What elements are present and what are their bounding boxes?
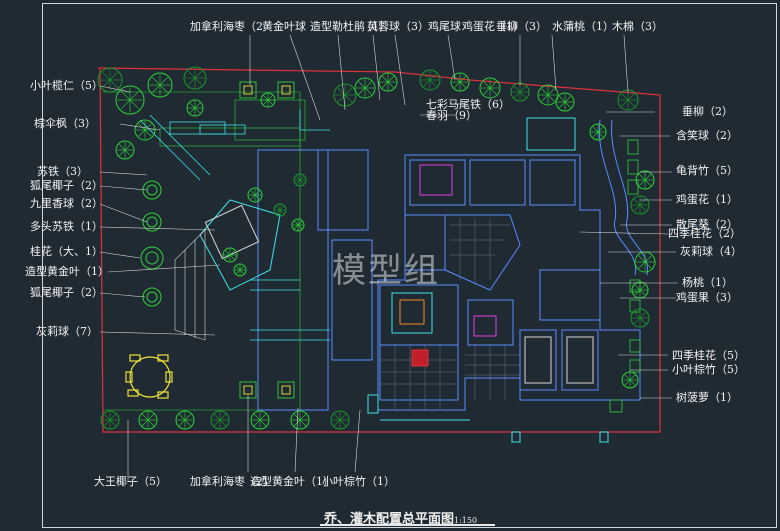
label-michelia-ball: 含笑球（2） xyxy=(676,129,738,142)
watermark: 模型组 xyxy=(332,251,440,291)
tree-symbol xyxy=(419,69,441,91)
tree-symbol xyxy=(378,72,398,92)
label-fagraea-ball-left: 灰莉球（7） xyxy=(36,325,98,338)
tree-symbol xyxy=(175,410,195,430)
furniture xyxy=(391,117,594,384)
label-canary-date-palm-bottom: 加拿利海枣（2） xyxy=(190,475,274,488)
property-boundary xyxy=(97,67,661,433)
inner-boundary xyxy=(103,91,301,411)
tree-symbol xyxy=(250,410,270,430)
tree-symbol xyxy=(100,410,120,430)
title-underline xyxy=(320,524,495,526)
label-shaped-golden-leaf-bottom: 造型黄金叶（1） xyxy=(250,475,334,488)
label-bougainvillea-count: （1） xyxy=(361,20,390,33)
tree-symbol xyxy=(330,410,350,430)
tree-symbol xyxy=(273,203,287,217)
label-foxtail-palm-1: 狐尾椰子（2） xyxy=(30,179,103,192)
tree-symbol xyxy=(537,84,559,106)
label-cocktail-ball: 鸡尾球 xyxy=(428,20,461,33)
tree-symbol xyxy=(589,123,607,141)
label-rhapis: 小叶棕竹（5） xyxy=(672,363,745,376)
label-osmanthus-right-1: 四季桂花（2） xyxy=(668,227,741,240)
label-frangipani-right: 鸡蛋花（1） xyxy=(676,193,738,206)
specimen-squares xyxy=(239,81,295,399)
label-golden-leaf-ball-top: 黄金叶球 xyxy=(262,20,306,33)
tree-symbol xyxy=(635,170,655,190)
label-jackfruit: 树菠萝（1） xyxy=(676,391,738,404)
label-foxtail-palm-2: 狐尾椰子（2） xyxy=(30,286,103,299)
tree-symbol xyxy=(260,92,276,108)
building xyxy=(377,154,641,411)
tree-symbol xyxy=(247,187,263,203)
tree-symbol xyxy=(634,251,656,273)
tree-symbol xyxy=(617,89,639,111)
hedge-top xyxy=(159,99,306,147)
tree-symbols xyxy=(97,66,656,430)
label-dracaena: 七彩马尾铁（6） xyxy=(426,98,510,111)
label-shaped-golden-leaf: 造型黄金叶（1） xyxy=(25,265,109,278)
tree-symbol xyxy=(333,83,357,107)
leader-lines xyxy=(99,34,678,482)
tree-symbol xyxy=(290,410,310,430)
label-passion-fruit: 鸡蛋果（3） xyxy=(676,291,738,304)
tree-symbol xyxy=(631,281,649,299)
label-carambola: 杨桃（1） xyxy=(682,276,733,289)
drawing-scale: 1:150 xyxy=(454,516,478,525)
tree-symbol xyxy=(630,195,650,215)
tree-symbol xyxy=(138,410,158,430)
tree-symbol xyxy=(115,85,145,115)
tree-symbol xyxy=(222,247,238,263)
label-rose-apple: 水蒲桃（1） xyxy=(552,20,614,33)
stream xyxy=(598,119,648,276)
label-philodendron: 春羽（9） xyxy=(426,109,477,122)
label-weeping-willow-right: 垂柳（2） xyxy=(682,105,733,118)
label-kapok: 木棉（3） xyxy=(612,20,663,33)
tree-symbol xyxy=(630,308,650,328)
label-umbrella-tree: 棕伞枫（3） xyxy=(34,117,96,130)
sheet-frame xyxy=(42,3,777,528)
ringed-shrubs xyxy=(140,180,164,307)
tree-symbol xyxy=(97,67,123,93)
tree-symbol xyxy=(186,99,204,117)
label-hibiscus-ball: 芙蓉球（3） xyxy=(367,20,429,33)
gate xyxy=(367,394,609,443)
label-rhapis-bottom: 小叶棕竹（1） xyxy=(322,475,395,488)
label-osmanthus-right-2: 四季桂花（5） xyxy=(672,349,745,362)
label-weeping-willow-top: 垂柳（3） xyxy=(496,20,547,33)
label-areca-palm: 散尾葵（2） xyxy=(676,218,738,231)
tree-symbol xyxy=(147,72,173,98)
tree-symbol xyxy=(291,218,305,232)
label-royal-palm: 大王椰子（5） xyxy=(94,475,167,488)
tree-symbol xyxy=(354,77,376,99)
tree-symbol xyxy=(293,173,307,187)
drawing-title: 乔、灌木配置总平面图1:150 xyxy=(324,508,477,527)
floor-tiles xyxy=(380,218,520,410)
label-frangipani-top: 鸡蛋花（1） xyxy=(462,20,524,33)
label-cycas: 苏铁（3） xyxy=(37,165,88,178)
fan-deck xyxy=(174,229,206,341)
tree-symbol xyxy=(621,371,639,389)
label-osmanthus-large: 桂花（大、1） xyxy=(30,245,103,258)
label-murraya-ball: 九里香球（2） xyxy=(30,197,103,210)
tree-symbol xyxy=(233,263,247,277)
tree-symbol xyxy=(510,82,530,102)
label-monstera: 龟背竹（5） xyxy=(676,164,738,177)
hedge-right xyxy=(609,139,641,413)
tree-symbol xyxy=(183,66,207,90)
tree-symbol xyxy=(115,140,135,160)
pergola xyxy=(125,354,173,399)
title-text: 乔、灌木配置总平面图 xyxy=(324,512,455,527)
label-multihead-cycas: 多头苏铁（1） xyxy=(30,220,103,233)
tree-symbol xyxy=(479,77,501,99)
tree-symbol xyxy=(210,410,230,430)
label-fagraea-ball-right: 灰莉球（4） xyxy=(680,245,742,258)
label-canary-date-palm-top: 加拿利海枣（2 xyxy=(190,20,263,33)
tree-symbol xyxy=(450,72,470,92)
tree-symbol xyxy=(555,92,575,112)
label-bougainvillea-top: 造型勒杜鹃 xyxy=(310,20,365,33)
label-small-leaf-terminalia: 小叶榄仁（5） xyxy=(30,79,103,92)
tree-symbol xyxy=(134,119,156,141)
